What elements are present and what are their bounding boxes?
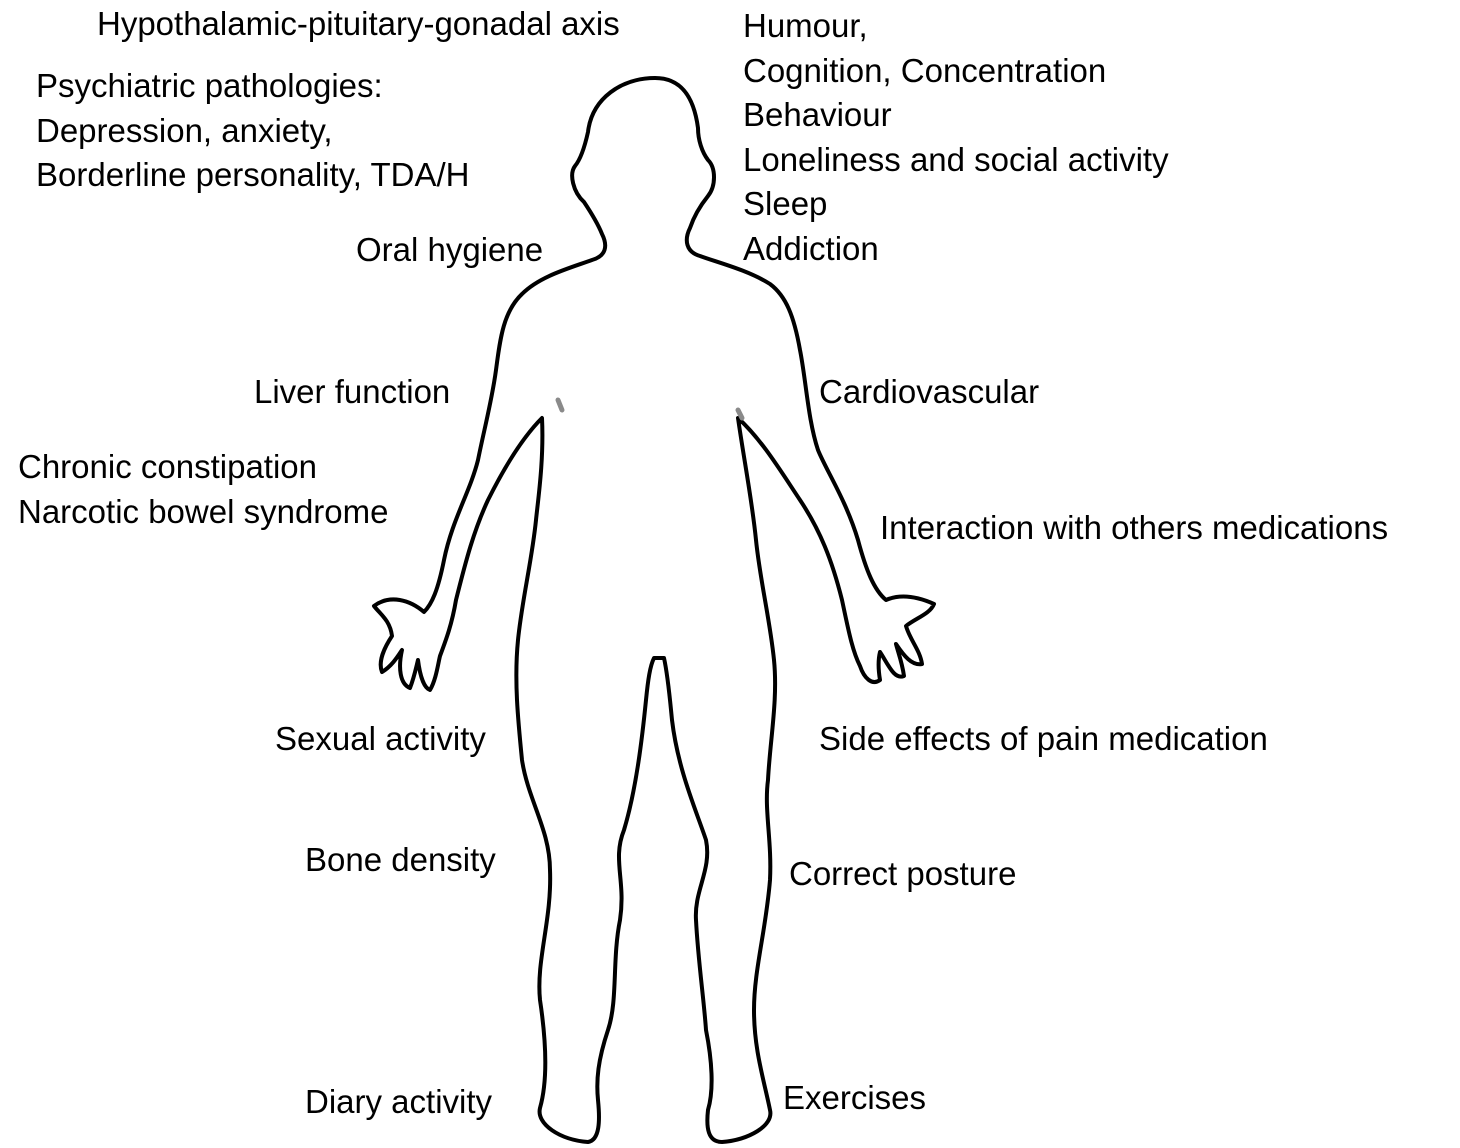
label-psychiatric-line: Depression, anxiety, xyxy=(36,109,469,154)
label-bone-density: Bone density xyxy=(305,838,496,883)
label-mental-factors: Humour, Cognition, Concentration Behavio… xyxy=(743,4,1169,271)
label-cardiovascular: Cardiovascular xyxy=(819,370,1039,415)
label-sexual-activity: Sexual activity xyxy=(275,717,486,762)
label-mental-line: Cognition, Concentration xyxy=(743,49,1169,94)
label-mental-line: Addiction xyxy=(743,227,1169,272)
label-mental-line: Humour, xyxy=(743,4,1169,49)
label-mental-line: Loneliness and social activity xyxy=(743,138,1169,183)
label-oral-hygiene: Oral hygiene xyxy=(356,228,543,273)
label-diary-activity: Diary activity xyxy=(305,1080,492,1125)
label-medication-interactions: Interaction with others medications xyxy=(880,506,1388,551)
label-bowel-line: Chronic constipation xyxy=(18,445,388,490)
label-liver-function: Liver function xyxy=(254,370,450,415)
label-psychiatric-line: Borderline personality, TDA/H xyxy=(36,153,469,198)
label-mental-line: Sleep xyxy=(743,182,1169,227)
label-bowel-line: Narcotic bowel syndrome xyxy=(18,490,388,535)
label-side-effects: Side effects of pain medication xyxy=(819,717,1268,762)
label-correct-posture: Correct posture xyxy=(789,852,1016,897)
label-mental-line: Behaviour xyxy=(743,93,1169,138)
label-hpg-axis: Hypothalamic-pituitary-gonadal axis xyxy=(97,2,620,47)
label-bowel: Chronic constipation Narcotic bowel synd… xyxy=(18,445,388,534)
label-psychiatric-pathologies: Psychiatric pathologies: Depression, anx… xyxy=(36,64,469,198)
label-psychiatric-line: Psychiatric pathologies: xyxy=(36,64,469,109)
label-exercises: Exercises xyxy=(783,1076,926,1121)
